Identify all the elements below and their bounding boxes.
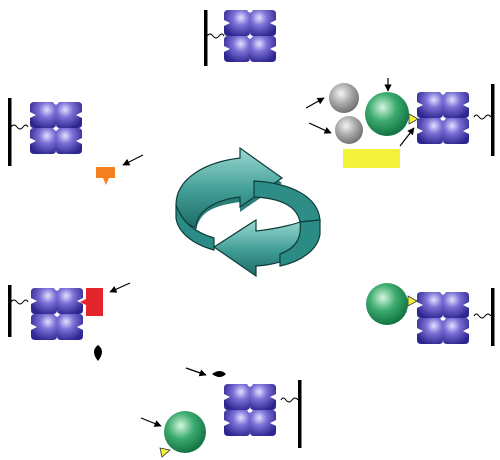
tether-bar [491,84,495,156]
tether-linker [10,299,29,305]
stage-4 [140,367,302,458]
stage-6 [8,98,144,185]
green-sphere [366,283,408,325]
black-drop-ligand [212,371,226,377]
red-square-ligand [80,288,103,316]
arrow [399,127,415,147]
stage-2 [305,78,495,168]
gray-sphere [329,83,359,113]
tetramer [224,384,276,436]
tether-linker [206,33,225,39]
green-sphere [164,411,206,453]
black-drop-ligand [94,345,102,361]
tether-bar [8,285,12,337]
tether-linker [280,397,299,403]
tether-bar [491,288,495,346]
tetramer [417,292,469,344]
stage-5 [8,282,131,361]
tether-bar [8,98,12,166]
arrow [305,97,325,109]
yellow-triangle-ligand [408,113,419,125]
tether-bar [204,10,208,66]
tether-linker [473,114,492,120]
arrow [140,417,162,427]
cycle-arrows [175,146,321,278]
arrow [185,367,207,377]
orange-tag [96,167,115,185]
stage-3 [366,283,495,346]
tether-bar [298,380,302,448]
tether-linker [473,313,492,319]
tetramer [30,102,82,154]
gray-sphere [335,116,363,144]
tether-linker [10,124,29,130]
stage-1 [204,10,276,66]
yellow-triangle-ligand [159,447,171,458]
tetramer [417,92,469,144]
yellow-triangle-ligand [407,295,418,307]
arrow [122,154,144,166]
arrow [308,122,332,134]
yellow-bar [343,149,400,168]
tetramer [224,10,276,62]
arrow [109,282,131,293]
tetramer [31,288,83,340]
green-sphere [365,92,409,136]
